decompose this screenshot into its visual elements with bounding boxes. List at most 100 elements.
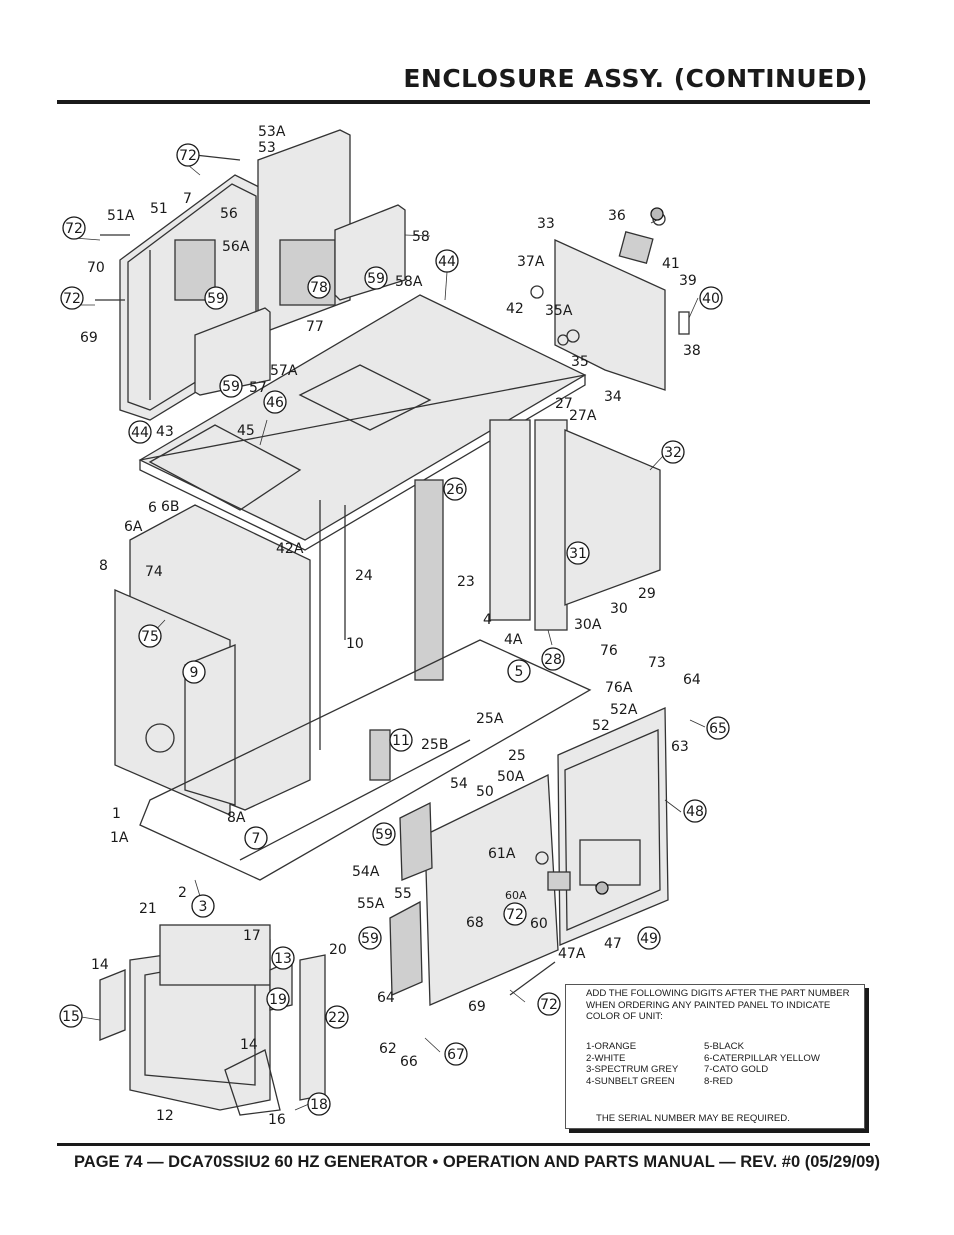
svg-text:61A: 61A xyxy=(488,846,516,862)
svg-text:31: 31 xyxy=(569,546,587,562)
svg-text:59: 59 xyxy=(375,827,393,843)
svg-text:29: 29 xyxy=(638,586,656,602)
callout-59-d: 59 xyxy=(372,822,396,846)
svg-text:78: 78 xyxy=(310,280,328,296)
svg-text:48: 48 xyxy=(686,804,704,820)
callout-26: 26 xyxy=(443,477,467,501)
callout-72-c: 72 xyxy=(60,286,84,310)
svg-text:72: 72 xyxy=(540,997,558,1013)
callout-3: 3 xyxy=(191,894,215,918)
svg-text:57A: 57A xyxy=(270,363,298,379)
callout-59-b: 59 xyxy=(364,266,388,290)
color-list-right: 5-BLACK 6-CATERPILLAR YELLOW 7-CATO GOLD… xyxy=(704,1041,820,1087)
svg-text:35: 35 xyxy=(571,354,589,370)
svg-text:45: 45 xyxy=(237,423,255,439)
svg-text:64: 64 xyxy=(377,990,395,1006)
plain-callouts: 53A 53 7 51 56 51A 56A 70 58 58A 69 77 5… xyxy=(80,124,701,1128)
svg-text:15: 15 xyxy=(62,1009,80,1025)
svg-text:27A: 27A xyxy=(569,408,597,424)
page-footer: PAGE 74 — DCA70SSIU2 60 HZ GENERATOR • O… xyxy=(74,1153,880,1171)
svg-text:55A: 55A xyxy=(357,896,385,912)
circled-callouts: 72 72 72 59 78 59 59 44 40 46 44 26 32 7… xyxy=(59,143,730,1116)
svg-text:25A: 25A xyxy=(476,711,504,727)
svg-text:20: 20 xyxy=(329,942,347,958)
svg-text:53: 53 xyxy=(258,140,276,156)
svg-text:32: 32 xyxy=(664,445,682,461)
svg-text:30: 30 xyxy=(610,601,628,617)
svg-text:27: 27 xyxy=(555,396,573,412)
svg-text:47: 47 xyxy=(604,936,622,952)
callout-37 xyxy=(650,207,664,221)
svg-text:69: 69 xyxy=(468,999,486,1015)
svg-text:14: 14 xyxy=(240,1037,258,1053)
svg-text:59: 59 xyxy=(207,291,225,307)
callout-19: 19 xyxy=(266,987,290,1011)
svg-text:25B: 25B xyxy=(421,737,448,753)
callout-72-a: 72 xyxy=(176,143,200,167)
svg-text:72: 72 xyxy=(179,148,197,164)
svg-text:7: 7 xyxy=(252,831,261,847)
svg-text:70: 70 xyxy=(87,260,105,276)
svg-text:17: 17 xyxy=(243,928,261,944)
svg-text:38: 38 xyxy=(683,343,701,359)
callout-65: 65 xyxy=(706,716,730,740)
callout-44-b: 44 xyxy=(128,420,152,444)
svg-text:53A: 53A xyxy=(258,124,286,140)
svg-text:5: 5 xyxy=(515,664,524,680)
svg-text:42A: 42A xyxy=(276,541,304,557)
svg-text:18: 18 xyxy=(310,1097,328,1113)
svg-text:13: 13 xyxy=(274,951,292,967)
svg-text:36: 36 xyxy=(608,208,626,224)
callout-18: 18 xyxy=(307,1092,331,1116)
callout-40: 40 xyxy=(699,286,723,310)
svg-text:16: 16 xyxy=(268,1112,286,1128)
callout-59-e: 59 xyxy=(358,926,382,950)
svg-text:56A: 56A xyxy=(222,239,250,255)
svg-text:52: 52 xyxy=(592,718,610,734)
svg-text:3: 3 xyxy=(199,899,208,915)
color-list-left: 1-ORANGE 2-WHITE 3-SPECTRUM GREY 4-SUNBE… xyxy=(586,1041,678,1087)
callout-72-b: 72 xyxy=(62,216,86,240)
svg-text:76: 76 xyxy=(600,643,618,659)
svg-text:19: 19 xyxy=(269,992,287,1008)
callout-15: 15 xyxy=(59,1004,83,1028)
svg-text:54: 54 xyxy=(450,776,468,792)
svg-text:72: 72 xyxy=(506,907,524,923)
svg-text:4A: 4A xyxy=(504,632,523,648)
paint-color-note: ADD THE FOLLOWING DIGITS AFTER THE PART … xyxy=(565,984,865,1129)
svg-text:14: 14 xyxy=(91,957,109,973)
svg-text:39: 39 xyxy=(679,273,697,289)
svg-text:26: 26 xyxy=(446,482,464,498)
color-code: 1-ORANGE xyxy=(586,1041,637,1052)
svg-text:67: 67 xyxy=(447,1047,465,1063)
svg-text:52A: 52A xyxy=(610,702,638,718)
page-title: ENCLOSURE ASSY. (CONTINUED) xyxy=(403,64,868,93)
svg-text:37A: 37A xyxy=(517,254,545,270)
callout-11: 11 xyxy=(389,728,413,752)
callout-28: 28 xyxy=(541,647,565,671)
svg-text:10: 10 xyxy=(346,636,364,652)
svg-text:42: 42 xyxy=(506,301,524,317)
callout-61 xyxy=(595,881,609,895)
svg-text:57: 57 xyxy=(249,380,267,396)
svg-text:34: 34 xyxy=(604,389,622,405)
svg-text:58: 58 xyxy=(412,229,430,245)
control-box-assembly xyxy=(530,212,690,391)
callout-72-d: 72 xyxy=(503,902,527,926)
svg-text:23: 23 xyxy=(457,574,475,590)
color-code: 2-WHITE xyxy=(586,1052,626,1064)
svg-text:50A: 50A xyxy=(497,769,525,785)
svg-text:59: 59 xyxy=(222,379,240,395)
right-side-panels xyxy=(389,707,669,1006)
serial-number-note: THE SERIAL NUMBER MAY BE REQUIRED. xyxy=(596,1113,790,1124)
callout-13: 13 xyxy=(271,946,295,970)
svg-text:43: 43 xyxy=(156,424,174,440)
svg-text:62: 62 xyxy=(379,1041,397,1057)
callout-32: 32 xyxy=(661,440,685,464)
svg-text:49: 49 xyxy=(640,931,658,947)
callout-22: 22 xyxy=(325,1005,349,1029)
svg-text:72: 72 xyxy=(63,291,81,307)
color-code: 6-CATERPILLAR YELLOW xyxy=(704,1052,820,1064)
svg-text:55: 55 xyxy=(394,886,412,902)
